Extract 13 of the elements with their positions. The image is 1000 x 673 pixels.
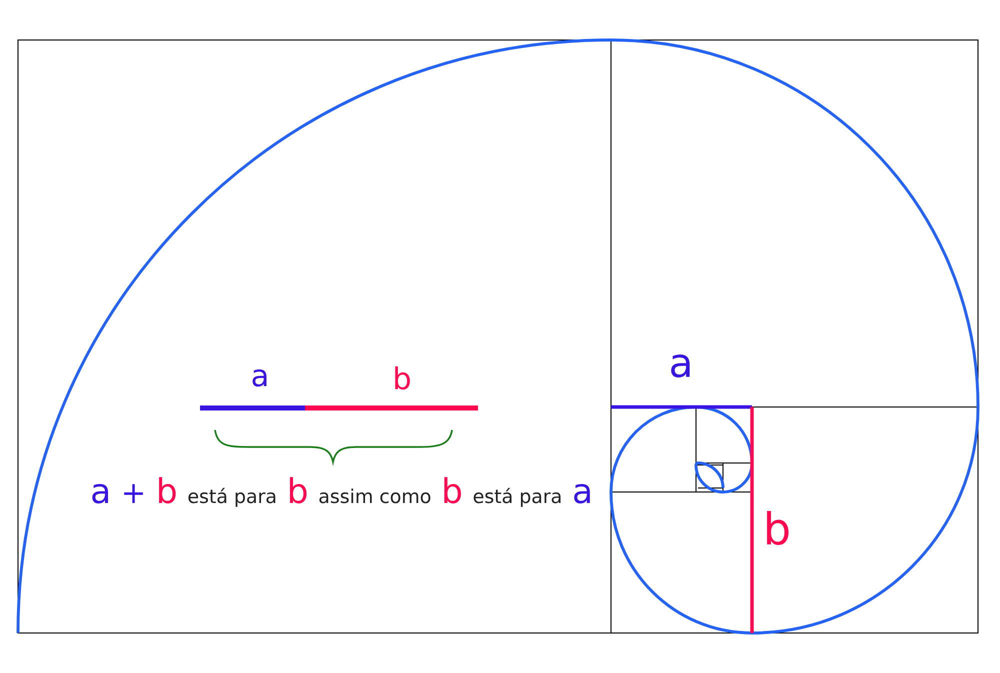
label: b [290,477,307,504]
label: a [574,484,590,504]
label: a [252,369,266,387]
label: + [124,484,143,503]
label: a [671,354,690,378]
label: está para [188,488,276,507]
label: está para [474,488,560,507]
label: b [767,510,789,546]
label: b [444,477,461,504]
label: b [159,477,176,504]
label: a [92,484,108,504]
label: b [395,366,410,390]
label: assim como [319,488,430,504]
